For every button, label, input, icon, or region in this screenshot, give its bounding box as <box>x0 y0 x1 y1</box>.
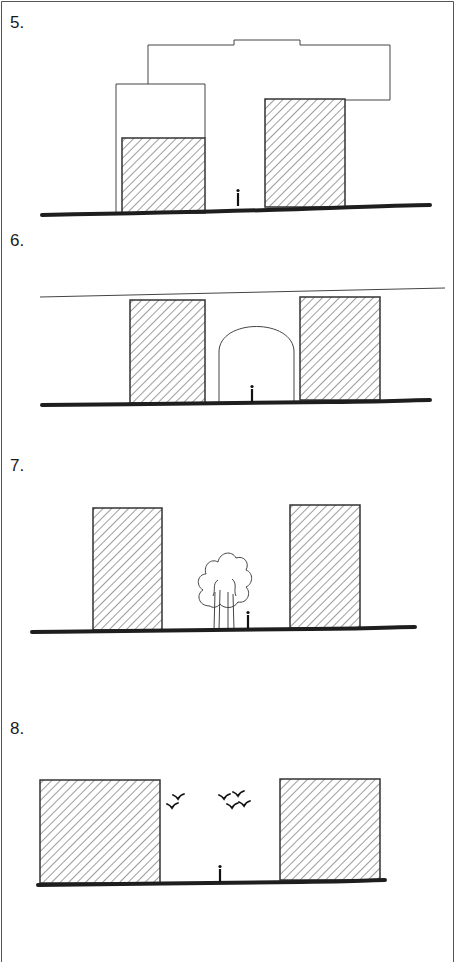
tree-trunk <box>219 590 220 630</box>
person-figure <box>236 189 239 206</box>
panel-7 <box>32 505 415 632</box>
arch-outline <box>219 327 294 404</box>
ground-line <box>32 627 415 632</box>
tree <box>198 553 251 630</box>
person-figure-part <box>237 193 239 206</box>
person-figure <box>218 865 221 882</box>
ground-line <box>42 400 430 405</box>
panel-6 <box>40 288 445 405</box>
envelope-outline <box>116 40 390 212</box>
hatched-building <box>290 505 360 628</box>
person-figure-part <box>219 869 221 882</box>
panel-8 <box>38 779 385 885</box>
frame-line <box>1 2 2 962</box>
person-figure <box>246 611 249 628</box>
person-figure-part <box>250 385 253 388</box>
bird <box>239 801 250 806</box>
birds <box>167 791 250 808</box>
frame-line <box>453 2 454 962</box>
tree-crown-detail <box>213 579 236 596</box>
ground-line <box>38 880 385 885</box>
hatched-building <box>93 508 162 630</box>
tree-trunk <box>214 592 215 630</box>
frame-line <box>2 1 454 2</box>
tree-crown <box>198 553 251 607</box>
person-figure <box>250 385 253 402</box>
hatched-building <box>122 138 205 213</box>
hatched-building <box>280 779 380 880</box>
bird <box>173 794 184 799</box>
person-figure-part <box>251 389 253 402</box>
bird <box>167 803 178 808</box>
bird <box>233 791 244 796</box>
ground-line <box>42 205 430 215</box>
envelope-outline <box>148 84 205 138</box>
tree-trunk <box>233 594 234 630</box>
person-figure-part <box>218 865 221 868</box>
hatched-building <box>300 297 380 400</box>
panel-number: 7. <box>10 457 24 474</box>
hatched-building <box>265 99 345 207</box>
panel-number: 5. <box>10 14 24 31</box>
person-figure-part <box>247 615 249 628</box>
person-figure-part <box>236 189 239 192</box>
bird <box>219 794 230 799</box>
panel-number: 8. <box>10 720 24 737</box>
canopy-line <box>40 288 445 297</box>
panel-5 <box>42 40 430 215</box>
hatched-building <box>130 300 205 403</box>
hatched-building <box>40 780 160 883</box>
bird <box>227 803 238 808</box>
person-figure-part <box>246 611 249 614</box>
tree-trunk <box>228 592 229 630</box>
panel-number: 6. <box>10 232 24 249</box>
